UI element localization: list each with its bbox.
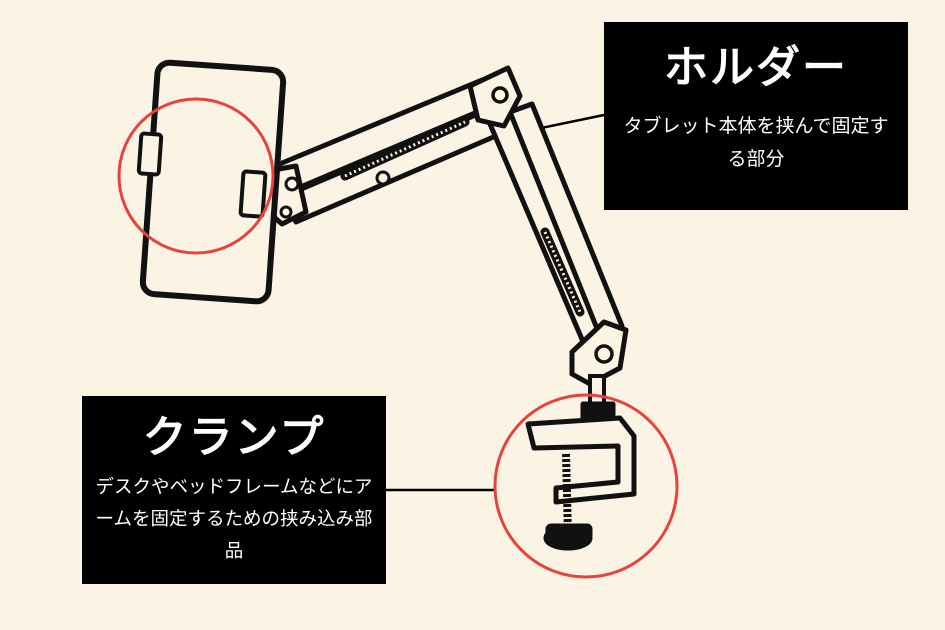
lower-spring bbox=[540, 227, 585, 317]
holder-description: タブレット本体を挟んで固定する部分 bbox=[623, 115, 889, 170]
elbow-joint bbox=[467, 65, 523, 129]
holder-title: ホルダー bbox=[664, 42, 848, 93]
clamp-label-box: クランプ デスクやベッドフレームなどにアームを固定するための挟み込み部品 bbox=[82, 396, 386, 584]
tablet-holder bbox=[136, 59, 287, 305]
clamp-description: デスクやベッドフレームなどにアームを固定するための挟み込み部品 bbox=[95, 477, 373, 562]
clamp-title: クランプ bbox=[142, 412, 326, 463]
desk-clamp bbox=[525, 401, 637, 551]
holder-label-box: ホルダー タブレット本体を挟んで固定する部分 bbox=[604, 22, 908, 210]
base-joint bbox=[569, 319, 629, 410]
lower-arm bbox=[481, 95, 625, 347]
clamp-highlight-circle bbox=[493, 393, 679, 579]
upper-spring bbox=[340, 117, 470, 186]
holder-highlight-circle bbox=[117, 97, 275, 255]
